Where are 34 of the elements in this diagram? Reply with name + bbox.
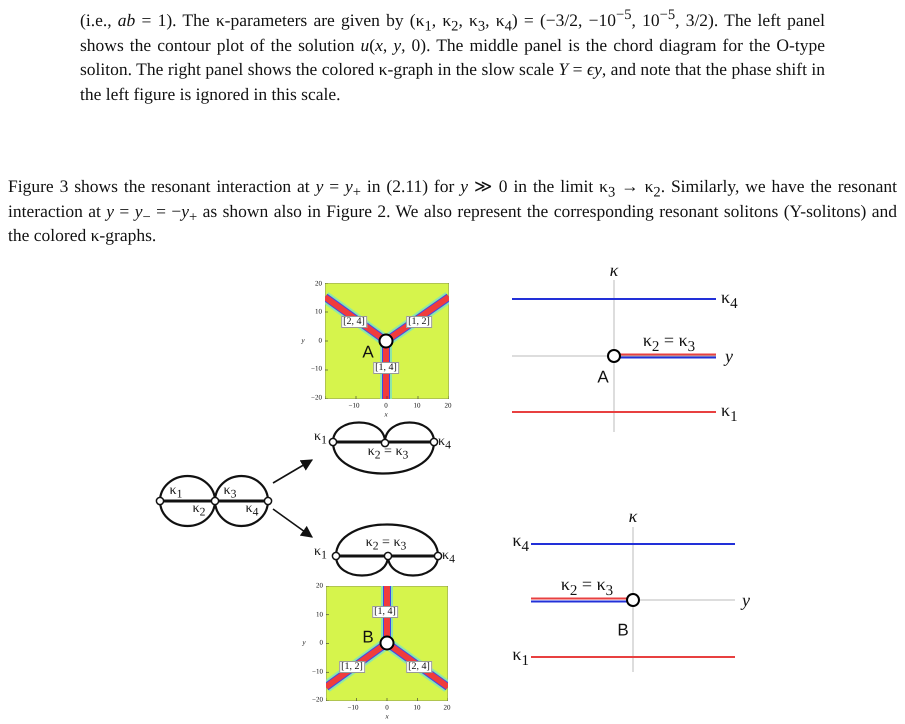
region-label: [1, 4] bbox=[372, 606, 398, 618]
region-label: [1, 4] bbox=[373, 362, 399, 374]
kappa-label: κ$_{4}$ bbox=[442, 548, 455, 566]
line-label: κ$_{1}$ bbox=[721, 401, 738, 425]
line-label: κ$_{4}$ bbox=[721, 288, 738, 312]
kappa-label: κ$_{4}$ bbox=[246, 502, 258, 518]
kappa-label: κ$_{1}$ bbox=[314, 544, 327, 562]
kappa-label: κ$_{4}$ bbox=[438, 434, 451, 452]
paragraph: (i.e., ab = 1). The κ-parameters are given by (κ$_{1}$, κ$_{2}$, κ$_{3}$, κ$_{4}$) = (−3/2, −10$^{−5}$, 10$^{−5}$, 3/2). The left panel shows the contour plot of the solution u(x, y, 0). The middle panel is the chord diagram for the O-type soliton. The right panel shows the colored κ-graph in the slow scale Y = ϵy, and note that the phase shift in the left figure is ignored in this scale. bbox=[80, 8, 825, 106]
line-label: κ$_{1}$ bbox=[512, 645, 529, 669]
line-label: κ$_{2}$ = κ$_{3}$ bbox=[642, 331, 696, 355]
line-label: κ$_{4}$ bbox=[512, 531, 529, 555]
paragraph: Figure 3 shows the resonant interaction at y = y$_{+}$ in (2.11) for y ≫ 0 in the limit κ$_{3}$ → κ$_{2}$. Similarly, we have the resonant interaction at y = y$_{−}$ = −y$_{+}$ as shown also in Figure 2. We also represent the corresponding resonant solitons (Y-solitons) and the colored κ-graphs. bbox=[8, 175, 897, 247]
axis-label: κ bbox=[628, 507, 638, 525]
kappa-label: κ$_{2}$ = κ$_{3}$ bbox=[368, 444, 408, 462]
region-label: [2, 4] bbox=[406, 661, 432, 673]
kappa-label: κ$_{2}$ bbox=[192, 502, 206, 518]
kappa-label: κ$_{1}$ bbox=[314, 430, 327, 446]
axis-label: κ bbox=[610, 261, 618, 279]
kappa-label: κ$_{2}$ = κ$_{3}$ bbox=[366, 536, 406, 552]
point-label: B bbox=[617, 622, 629, 638]
axis-label: y bbox=[725, 347, 733, 365]
axis-label: y bbox=[742, 591, 750, 609]
point-label: B bbox=[362, 628, 374, 646]
region-label: [1, 2] bbox=[339, 661, 365, 673]
line-label: κ$_{2}$ = κ$_{3}$ bbox=[560, 575, 614, 599]
arrow bbox=[272, 508, 313, 538]
kappa-label: κ$_{1}$ bbox=[170, 484, 182, 500]
arrow bbox=[272, 459, 314, 484]
region-label: [1, 2] bbox=[406, 316, 432, 328]
point-label: A bbox=[362, 344, 374, 360]
point-label: A bbox=[597, 368, 609, 386]
kappa-label: κ$_{3}$ bbox=[224, 484, 236, 500]
region-label: [2, 4] bbox=[341, 316, 367, 328]
